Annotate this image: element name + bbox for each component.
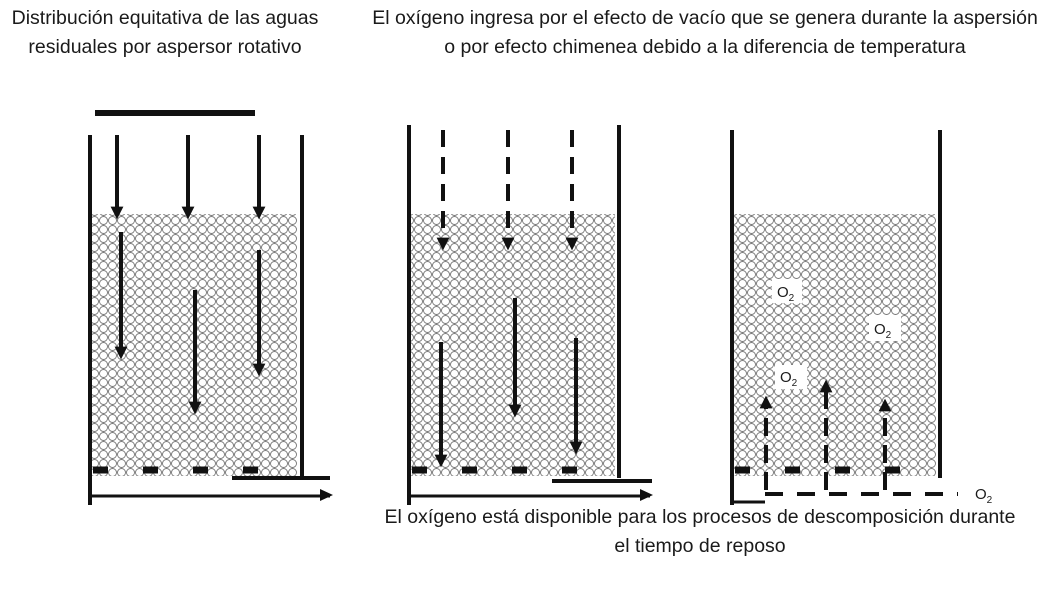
o2-label-outside: O2 <box>975 486 993 506</box>
filter-media <box>732 214 936 476</box>
outlet-arrow <box>640 489 653 501</box>
outlet-arrow <box>320 489 333 501</box>
o2-label: O2 <box>869 315 901 341</box>
caption-oxygen-rest: El oxígeno está disponible para los proc… <box>384 506 1016 557</box>
caption-oxygen-entry: El oxígeno ingresa por el efecto de vací… <box>372 7 1038 58</box>
svg-text:O2: O2 <box>780 369 798 389</box>
svg-text:O2: O2 <box>777 284 795 304</box>
o2-label: O2 <box>775 365 807 389</box>
filter-tank-1 <box>88 135 333 505</box>
filter-tank-2 <box>407 125 653 505</box>
air-arrows-up <box>759 379 892 490</box>
svg-text:O2: O2 <box>975 486 993 506</box>
flow-arrows <box>434 298 583 468</box>
o2-label: O2 <box>772 279 802 304</box>
flow-arrows <box>110 135 266 415</box>
caption-distribution: Distribución equitativa de las aguas res… <box>11 7 319 58</box>
air-arrows-dashed <box>436 130 579 251</box>
filter-media <box>409 214 615 476</box>
rotary-sprinkler-bar <box>95 110 255 116</box>
svg-text:O2: O2 <box>874 321 892 341</box>
filter-tank-3: O2 O2 O2 O2 <box>730 130 993 506</box>
